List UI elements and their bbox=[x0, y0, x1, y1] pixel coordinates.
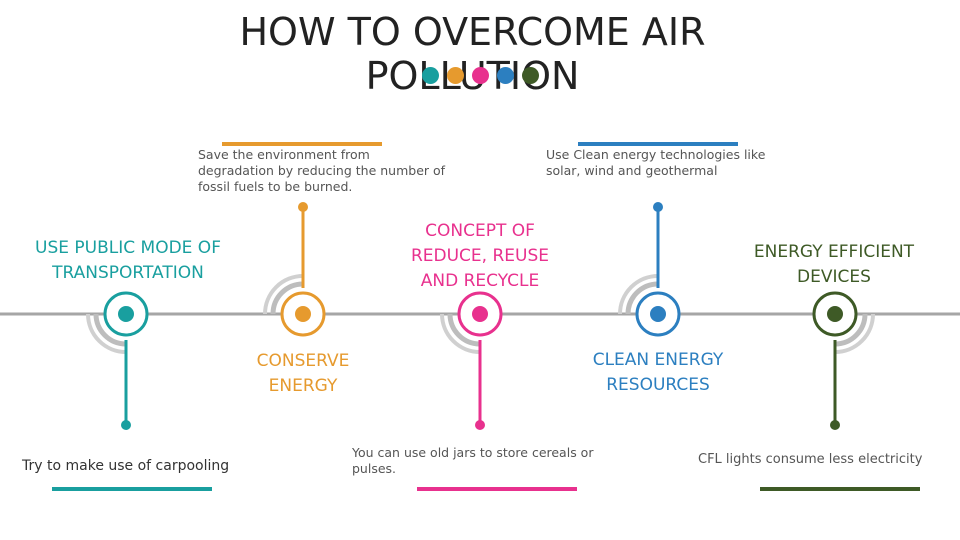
title-dot-orange bbox=[447, 67, 464, 84]
title-dots bbox=[422, 67, 539, 84]
step-1-underline bbox=[52, 487, 212, 491]
step-1-label: USE PUBLIC MODE OF TRANSPORTATION bbox=[35, 238, 221, 283]
title-dot-green bbox=[522, 67, 539, 84]
step-4-description: Use Clean energy technologies like solar… bbox=[546, 147, 766, 178]
step-4-overline bbox=[578, 142, 738, 146]
step-5-label: ENERGY EFFICIENT DEVICES bbox=[753, 242, 915, 287]
title-dot-teal bbox=[422, 67, 439, 84]
step-2-label: CONSERVE ENERGY bbox=[256, 351, 350, 396]
step-5-underline bbox=[760, 487, 920, 491]
title-dot-blue bbox=[497, 67, 514, 84]
timeline-node-5 bbox=[812, 291, 875, 430]
step-3-underline bbox=[417, 487, 577, 491]
step-3-description: You can use old jars to store cereals or… bbox=[352, 445, 594, 476]
timeline-node-4 bbox=[618, 202, 681, 337]
title-line-1: HOW TO OVERCOME AIR bbox=[239, 10, 706, 54]
title-dot-pink bbox=[472, 67, 489, 84]
step-2-overline bbox=[222, 142, 382, 146]
timeline-node-1 bbox=[86, 291, 149, 430]
step-5-description: CFL lights consume less electricity bbox=[698, 452, 923, 467]
step-1-description: Try to make use of carpooling bbox=[22, 458, 230, 474]
step-2-description: Save the environment from degradation by… bbox=[198, 147, 446, 194]
timeline-node-3 bbox=[440, 291, 503, 430]
step-4-label: CLEAN ENERGY RESOURCES bbox=[592, 350, 724, 395]
step-3-label: CONCEPT OF REDUCE, REUSE AND RECYCLE bbox=[410, 221, 550, 291]
timeline-node-2 bbox=[263, 202, 326, 337]
